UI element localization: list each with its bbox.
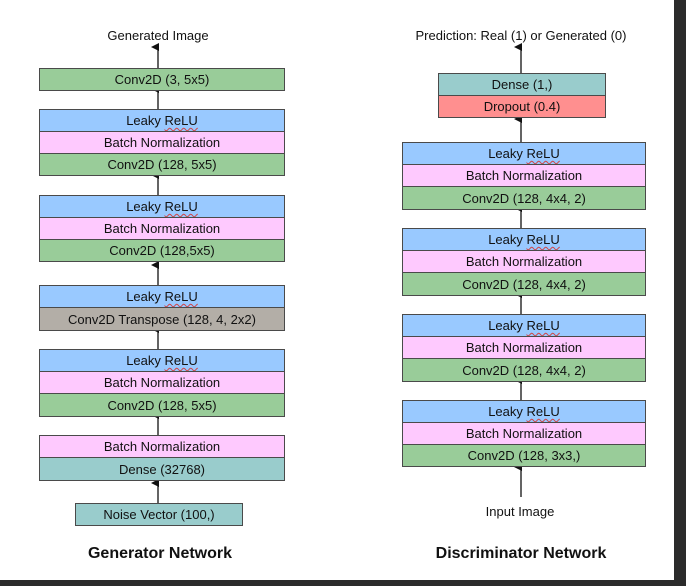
gen-batch-norm-1-text: Batch Normalization xyxy=(103,439,221,454)
disc-dense-output-text: Dense (1,) xyxy=(491,77,553,92)
gen-conv2d-1-text: Conv2D (128, 5x5) xyxy=(107,397,217,413)
gen-leaky-relu-2: Leaky ReLU xyxy=(39,349,285,372)
gen-conv2d-2-text: Conv2D (128,5x5) xyxy=(109,243,215,258)
disc-leaky-relu-1: Leaky ReLU xyxy=(402,400,646,423)
gen-conv2d-output-text: Conv2D (3, 5x5) xyxy=(114,72,210,87)
disc-leaky-relu-2: Leaky ReLU xyxy=(402,314,646,337)
disc-dropout-text: Dropout (0.4) xyxy=(483,99,561,114)
gen-conv2d-1: Conv2D (128, 5x5) xyxy=(39,393,285,417)
generator-output-label: Generated Image xyxy=(107,28,209,43)
gen-conv2d-transpose-text: Conv2D Transpose (128, 4, 2x2) xyxy=(68,311,256,327)
disc-dropout: Dropout (0.4) xyxy=(438,95,606,118)
window-edge-right xyxy=(674,0,686,586)
gen-leaky-relu-3-text: Leaky ReLU xyxy=(126,289,198,304)
disc-dense-output: Dense (1,) xyxy=(438,73,606,96)
gen-batch-norm-2-text: Batch Normalization xyxy=(103,375,221,390)
gen-leaky-relu-4: Leaky ReLU xyxy=(39,195,285,218)
disc-batch-norm-1-text: Batch Normalization xyxy=(465,426,583,441)
disc-conv2d-4: Conv2D (128, 4x4, 2) xyxy=(402,186,646,210)
gen-batch-norm-4: Batch Normalization xyxy=(39,131,285,154)
gen-batch-norm-2: Batch Normalization xyxy=(39,371,285,394)
generator-title: Generator Network xyxy=(87,545,233,562)
disc-batch-norm-3-text: Batch Normalization xyxy=(465,254,583,269)
gen-leaky-relu-4-text: Leaky ReLU xyxy=(126,199,198,214)
gen-leaky-relu-2-text: Leaky ReLU xyxy=(126,353,198,368)
gen-noise-vector-text: Noise Vector (100,) xyxy=(103,507,215,522)
gen-leaky-relu-5-text: Leaky ReLU xyxy=(126,113,198,128)
disc-leaky-relu-1-text: Leaky ReLU xyxy=(488,404,560,419)
gen-noise-vector-input: Noise Vector (100,) xyxy=(75,503,243,526)
gen-conv2d-transpose: Conv2D Transpose (128, 4, 2x2) xyxy=(39,307,285,331)
gen-batch-norm-3: Batch Normalization xyxy=(39,217,285,240)
disc-leaky-relu-4: Leaky ReLU xyxy=(402,142,646,165)
disc-batch-norm-3: Batch Normalization xyxy=(402,250,646,273)
disc-leaky-relu-4-text: Leaky ReLU xyxy=(488,146,560,161)
disc-leaky-relu-3: Leaky ReLU xyxy=(402,228,646,251)
gen-conv2d-output: Conv2D (3, 5x5) xyxy=(39,68,285,91)
discriminator-title: Discriminator Network xyxy=(435,545,607,562)
discriminator-input-label: Input Image xyxy=(485,504,555,519)
gen-conv2d-3-text: Conv2D (128, 5x5) xyxy=(107,157,217,172)
gen-batch-norm-3-text: Batch Normalization xyxy=(103,221,221,236)
disc-conv2d-1: Conv2D (128, 3x3,) xyxy=(402,444,646,467)
discriminator-output-label: Prediction: Real (1) or Generated (0) xyxy=(415,28,627,43)
disc-conv2d-3: Conv2D (128, 4x4, 2) xyxy=(402,272,646,296)
gen-leaky-relu-3: Leaky ReLU xyxy=(39,285,285,308)
disc-batch-norm-2: Batch Normalization xyxy=(402,336,646,359)
gen-conv2d-3: Conv2D (128, 5x5) xyxy=(39,153,285,176)
disc-conv2d-2-text: Conv2D (128, 4x4, 2) xyxy=(462,362,586,378)
gen-dense: Dense (32768) xyxy=(39,457,285,481)
gen-batch-norm-4-text: Batch Normalization xyxy=(103,135,221,150)
gen-leaky-relu-5: Leaky ReLU xyxy=(39,109,285,132)
gen-batch-norm-1: Batch Normalization xyxy=(39,435,285,458)
disc-batch-norm-1: Batch Normalization xyxy=(402,422,646,445)
disc-leaky-relu-2-text: Leaky ReLU xyxy=(488,318,560,333)
disc-conv2d-4-text: Conv2D (128, 4x4, 2) xyxy=(462,190,586,206)
disc-conv2d-2: Conv2D (128, 4x4, 2) xyxy=(402,358,646,382)
gen-dense-text: Dense (32768) xyxy=(119,461,205,477)
gen-conv2d-2: Conv2D (128,5x5) xyxy=(39,239,285,262)
disc-batch-norm-4: Batch Normalization xyxy=(402,164,646,187)
disc-batch-norm-2-text: Batch Normalization xyxy=(465,340,583,355)
disc-batch-norm-4-text: Batch Normalization xyxy=(465,168,583,183)
disc-leaky-relu-3-text: Leaky ReLU xyxy=(488,232,560,247)
disc-conv2d-3-text: Conv2D (128, 4x4, 2) xyxy=(462,276,586,292)
disc-conv2d-1-text: Conv2D (128, 3x3,) xyxy=(467,448,581,463)
window-edge-bottom xyxy=(0,580,686,586)
